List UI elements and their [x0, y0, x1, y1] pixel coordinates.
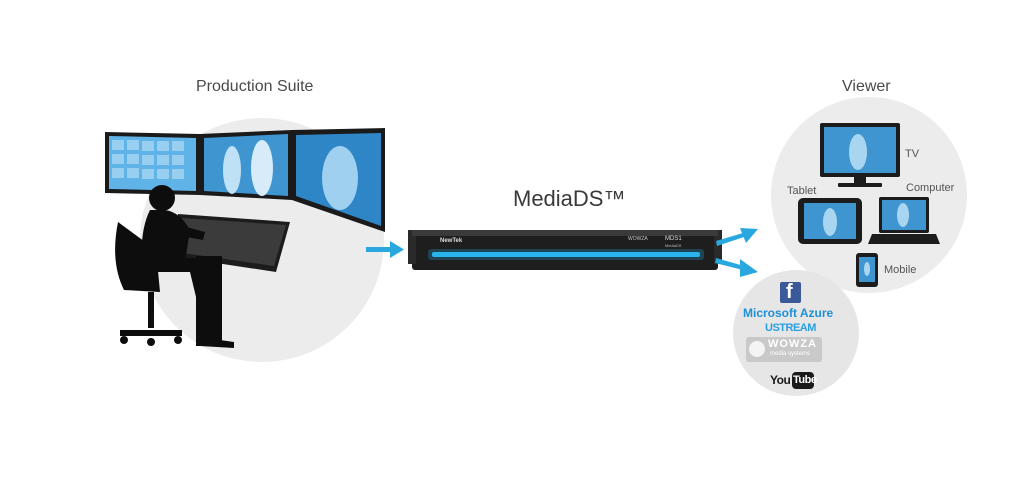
mediads-light-bar: [432, 252, 700, 257]
arrow-to-mediads: [366, 241, 404, 258]
youtube-tube: Tube: [793, 374, 817, 386]
viewer-title: Viewer: [842, 78, 891, 95]
mobile-label: Mobile: [884, 264, 917, 276]
device-brand: NewTek: [440, 238, 463, 244]
tablet-device: [798, 198, 862, 244]
tv-label: TV: [905, 148, 920, 160]
ustream-label: USTREAM: [765, 322, 816, 334]
services-circle: [733, 270, 859, 396]
computer-label: Computer: [906, 182, 955, 194]
device-sub: MediaDS: [665, 243, 682, 248]
youtube-you: You: [770, 373, 791, 387]
azure-label: Microsoft Azure: [743, 306, 834, 320]
production-monitors: [105, 128, 385, 232]
device-model: MDS1: [665, 236, 682, 242]
operator-silhouette: [115, 185, 290, 348]
wowza-sub-label: media systems: [770, 351, 811, 357]
arrow-to-services: [715, 258, 758, 277]
computer-device: [868, 197, 940, 244]
tv-device: [820, 123, 900, 187]
mediads-title: MediaDS™: [513, 186, 626, 211]
facebook-logo: [780, 282, 801, 303]
wowza-label: WOWZA: [768, 338, 817, 350]
wowza-logo: [746, 337, 822, 362]
facebook-glyph: f: [786, 281, 793, 303]
production-suite-title: Production Suite: [196, 78, 314, 95]
arrow-to-viewer: [716, 228, 758, 246]
device-logo-text: WOWZA: [628, 236, 648, 242]
youtube-logo: [792, 372, 814, 389]
tablet-label: Tablet: [787, 185, 817, 197]
mobile-device: [856, 253, 878, 287]
mediads-device: [408, 230, 722, 270]
